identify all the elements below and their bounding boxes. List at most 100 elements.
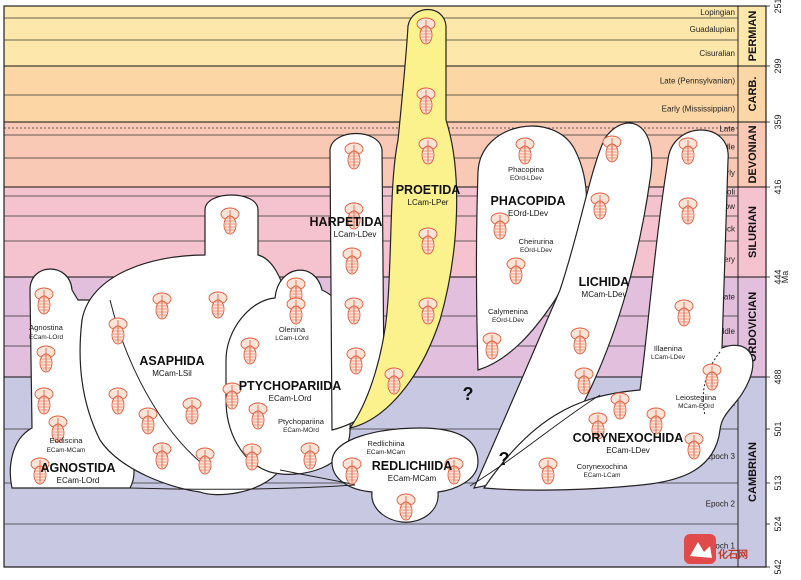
order-phacopida-range: EOrd-LDev [508,209,548,218]
ma-tick-label: 501 [773,421,783,436]
trilobite-icon [195,447,215,475]
order-asaphida-range: MCam-LSil [152,369,192,378]
suborder-eodiscina-name: Eodiscina [50,436,84,445]
trilobite-icon [482,332,502,360]
trilobite-icon [344,202,364,230]
order-corynexochida-name: CORYNEXOCHIDA [573,431,684,445]
trilobite-icon [300,442,320,470]
trilobite-icon [182,397,202,425]
order-asaphida-name: ASAPHIDA [139,354,204,368]
ma-tick-label: 513 [773,475,783,490]
trilobite-icon [240,337,260,365]
trilobite-icon [346,347,366,375]
trilobite-icon [344,297,364,325]
suborder-olenina-range: LCam-LOrd [275,335,309,342]
trilobite-icon [108,387,128,415]
suborder-olenina-name: Olenina [279,325,306,334]
watermark-text: 化石网 [718,548,748,561]
trilobite-icon [678,197,698,225]
ma-tick-label: 359 [773,114,783,129]
trilobite-icon [646,407,666,435]
period-band-carb [4,66,766,122]
trilobite-icon [384,367,404,395]
ma-tick-label: 542 [773,559,783,574]
suborder-phacopina-name: Phacopina [508,165,545,174]
trilobite-icon [342,247,362,275]
suborder-agnostina-name: Agnostina [29,323,64,332]
suborder-labels: Agnostina ECam-LOrd Eodiscina ECam-MCam … [29,165,717,479]
suborder-leiostegiina-range: MCam-EOrd [678,403,714,410]
order-lichida-range: MCam-LDev [582,290,627,299]
order-agnostida-name: AGNOSTIDA [41,461,116,475]
order-proetida-name: PROETIDA [396,183,461,197]
stage-label: Middle [711,327,735,336]
suborder-calymenina-range: EOrd-LDev [492,317,525,324]
trilobite-icon [34,287,54,315]
ma-tick-label: 299 [773,58,783,73]
trilobite-icon [538,457,558,485]
suborder-agnostina-range: ECam-LOrd [29,334,64,341]
stage-label: Guadalupian [690,25,735,34]
trilobite-icon [588,412,608,440]
ma-axis-label: Ma [780,271,790,284]
trilobite-icon [418,297,438,325]
trilobite-icon [30,457,50,485]
suborder-ptychopariina-name: Ptychopariina [278,417,325,426]
order-ptychopariida-name: PTYCHOPARIIDA [239,379,342,393]
suborder-corynexochina-range: ECam-LCam [584,472,621,479]
suborder-leiostegiina-name: Leiostegiina [676,393,717,402]
uncertain-origin-mark-2: ? [499,449,510,469]
period-label: SILURIAN [747,206,759,258]
trilobite-icon [684,432,704,460]
trilobite-icon [515,137,535,165]
trilobite-icon [702,363,722,391]
stage-label: Lopingian [700,8,735,17]
suborder-illaenina-range: LCam-LDev [651,354,686,361]
suborder-redlichiina-name: Redlichiina [367,439,405,448]
period-band-permian [4,6,766,66]
stage-label: Epoch 2 [706,500,736,509]
period-label: PERMIAN [747,11,759,62]
trilobite-icon [286,297,306,325]
trilobite-icon [416,17,436,45]
suborder-redlichiina-range: ECam-MCam [367,449,406,456]
suborder-cheirurina-range: EOrd-LDev [520,247,553,254]
suborder-eodiscina-range: ECam-MCam [47,447,86,454]
order-harpetida-range: LCam-LDev [334,230,377,239]
suborder-ptychopariina-range: ECam-MOrd [283,427,319,434]
trilobite-icon [34,387,54,415]
ma-tick-label: 524 [773,516,783,531]
stage-label: Epoch 1 [706,542,736,551]
trilobite-icon [396,493,416,521]
phacopida-balloon [475,125,588,371]
trilobite-icon [678,137,698,165]
trilobite-icon [208,291,228,319]
ma-tick-label: 444 [773,269,783,284]
suborder-calymenina-name: Calymenina [488,307,529,316]
trilobite-icon [674,299,694,327]
order-labels: AGNOSTIDA ECam-LOrd ASAPHIDA MCam-LSil P… [41,183,684,485]
suborder-corynexochina-name: Corynexochina [577,462,628,471]
trilobite-icon [344,142,364,170]
period-column: PERMIANCARB.DEVONIANSILURIANORDOVICIANCA… [4,6,766,568]
order-redlichiida-name: REDLICHIIDA [372,459,453,473]
suborder-phacopina-range: EOrd-LDev [510,175,543,182]
trilobite-icon [602,135,622,163]
stage-label: Cisuralian [699,49,735,58]
trilobite-icon [220,207,240,235]
order-agnostida-range: ECam-LOrd [57,476,100,485]
trilobite-icon [152,442,172,470]
period-label: CARB. [747,77,759,112]
order-redlichiida-range: ECam-MCam [388,474,437,483]
stage-label: Epoch 3 [706,452,736,461]
period-label: DEVONIAN [747,125,759,183]
trilobite-icon [248,402,268,430]
trilobite-icon [418,227,438,255]
period-label: ORDOVICIAN [747,292,759,362]
trilobite-icon [506,257,526,285]
stage-label: Late [719,293,735,302]
order-phacopida-name: PHACOPIDA [490,194,565,208]
order-ptychopariida-range: ECam-LOrd [269,394,312,403]
stage-label: Early (Mississippian) [662,105,736,114]
